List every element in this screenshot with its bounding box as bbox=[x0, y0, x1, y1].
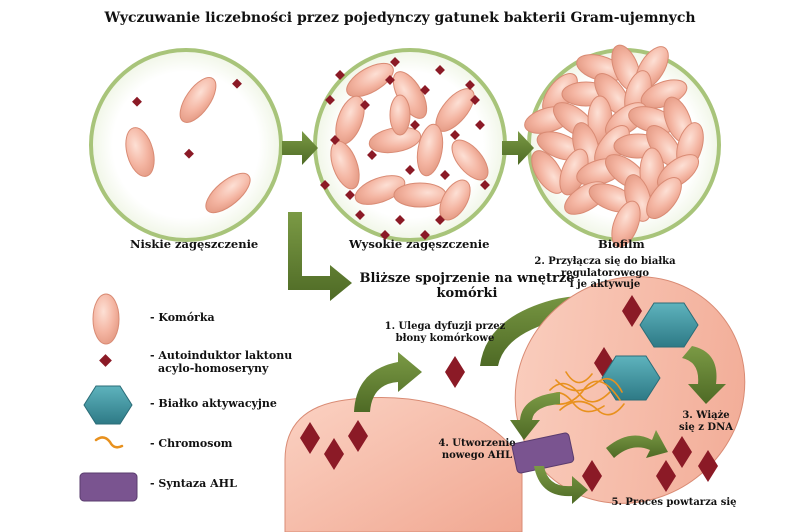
autoinducer-dot bbox=[367, 150, 377, 160]
legend-autoinducer-line2: acylo-homoseryny bbox=[158, 361, 269, 375]
dna-binding-arrow bbox=[682, 346, 726, 404]
export-arrow bbox=[606, 430, 668, 458]
autoinducer-dot bbox=[330, 135, 340, 145]
legend-autoinducer-icon bbox=[99, 354, 112, 367]
autoinducer-dot bbox=[380, 230, 390, 240]
legend-cell-icon bbox=[92, 293, 120, 345]
synthesis-arrow bbox=[534, 466, 588, 504]
legend-chromosome-label: - Chromosom bbox=[150, 437, 233, 450]
legend bbox=[79, 293, 138, 502]
released-autoinducers bbox=[656, 436, 718, 492]
legend-ahl-synthase-icon bbox=[79, 472, 138, 502]
bacterial-cell bbox=[416, 123, 444, 177]
autoinducer-dot bbox=[320, 180, 330, 190]
step-2-line2: regulatorowego bbox=[560, 267, 650, 279]
autoinducer-dot bbox=[450, 130, 460, 140]
step-1-label: 1. Ulega dyfuzji przez błony komórkowe bbox=[380, 321, 510, 344]
low-density-circle bbox=[89, 48, 283, 242]
activator-protein-2 bbox=[601, 355, 661, 401]
diffusing-autoinducer bbox=[445, 356, 465, 388]
autoinducer-dot bbox=[395, 215, 405, 225]
closer-look-line2: komórki bbox=[436, 285, 498, 301]
autoinducer-dot bbox=[345, 190, 355, 200]
step-1-line1: 1. Ulega dyfuzji przez bbox=[384, 321, 506, 332]
high-density-label: Wysokie zagęszczenie bbox=[349, 237, 490, 251]
biofilm-cell bbox=[531, 150, 565, 194]
autoinducer-dot bbox=[435, 215, 445, 225]
legend-chromosome-icon bbox=[94, 436, 124, 449]
bacterial-cell bbox=[346, 62, 394, 98]
closer-look-line1: Bliższe spojrzenie na wnętrze bbox=[359, 271, 575, 286]
biofilm-label: Biofilm bbox=[598, 237, 645, 251]
legend-ahl-synthase-label: - Syntaza AHL bbox=[150, 477, 237, 490]
high-density-circle bbox=[313, 48, 507, 242]
ahl-synthase bbox=[511, 432, 575, 474]
step-3-line1: 3. Wiąże bbox=[682, 410, 730, 421]
step-3-line2: się z DNA bbox=[678, 421, 733, 433]
activator-protein-1 bbox=[639, 302, 699, 348]
arrow-to-biofilm bbox=[502, 131, 534, 165]
legend-cell-label: - Komórka bbox=[150, 311, 215, 324]
legend-activator-protein-label: - Białko aktywacyjne bbox=[150, 397, 277, 410]
autoinducer-dot bbox=[355, 210, 365, 220]
legend-autoinducer-label: - Autoinduktor laktonu acylo-homoseryny bbox=[150, 349, 293, 375]
bacterial-cell bbox=[393, 182, 447, 208]
autoinducer-dot bbox=[480, 180, 490, 190]
bacterial-cell bbox=[389, 94, 411, 136]
biofilm-circle bbox=[524, 44, 721, 248]
legend-activator-protein-icon bbox=[83, 385, 133, 425]
bacterial-cell bbox=[451, 139, 489, 181]
low-density-label: Niskie zagęszczenie bbox=[130, 237, 259, 251]
step-5-label: 5. Proces powtarza się bbox=[611, 497, 737, 508]
autoinducer-dot bbox=[440, 170, 450, 180]
closer-look-label: Bliższe spojrzenie na wnętrze komórki bbox=[354, 271, 580, 302]
step-4-line2: nowego AHL bbox=[441, 449, 513, 461]
bacterial-cell bbox=[354, 175, 406, 205]
step-2-line1: 2. Przyłącza się do białka bbox=[534, 256, 676, 267]
autoinducer-dot bbox=[420, 230, 430, 240]
arrow-to-high-density bbox=[282, 131, 318, 165]
diagram-title: Wyczuwanie liczebności przez pojedynczy … bbox=[104, 10, 696, 26]
step-1-line2: błony komórkowe bbox=[395, 332, 495, 344]
step-2-line3: i je aktywuje bbox=[569, 279, 641, 290]
step-4-label: 4. Utworzenie nowego AHL bbox=[436, 438, 518, 461]
biofilm-cell bbox=[646, 177, 682, 219]
step-3-label: 3. Wiąże się z DNA bbox=[676, 410, 736, 433]
feedback-arrow bbox=[510, 392, 560, 440]
arrow-to-closer-look bbox=[288, 212, 352, 301]
biofilm-cell bbox=[611, 200, 641, 248]
diffusion-arrow bbox=[354, 352, 422, 412]
step-4-line1: 4. Utworzenie bbox=[438, 438, 516, 449]
step-2-label: 2. Przyłącza się do białka regulatoroweg… bbox=[530, 256, 680, 291]
outside-cell bbox=[284, 397, 523, 532]
autoinducer-dot bbox=[405, 165, 415, 175]
legend-autoinducer-line1: - Autoinduktor laktonu bbox=[150, 349, 293, 362]
